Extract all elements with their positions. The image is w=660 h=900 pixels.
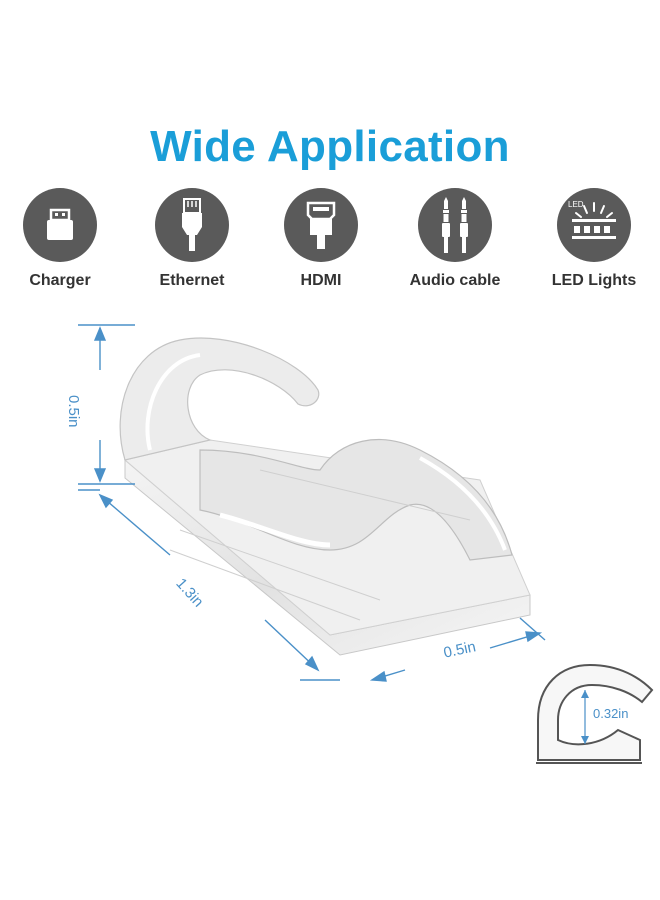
usb-plug-icon	[23, 188, 97, 262]
height-dimension-label: 0.5in	[65, 395, 82, 428]
app-label-led-lights: LED Lights	[551, 272, 637, 289]
app-hdmi: HDMI	[256, 188, 386, 290]
ethernet-cable-icon	[155, 188, 229, 262]
app-label-audio-cable: Audio cable	[409, 272, 501, 289]
app-label-hdmi: HDMI	[300, 272, 342, 289]
app-ethernet: Ethernet	[127, 188, 257, 290]
app-charger: Charger	[0, 188, 125, 290]
audio-jack-icon	[418, 188, 492, 262]
app-label-charger: Charger	[29, 272, 91, 289]
page-title: Wide Application	[150, 122, 510, 171]
led-light-icon: LED	[557, 188, 631, 262]
opening-dimension-label: 0.32in	[593, 706, 629, 721]
application-icons: Charger Ethernet HDMI	[0, 188, 660, 298]
led-icon-text: LED	[568, 200, 584, 209]
app-led-lights: LED LED Lights	[529, 188, 659, 290]
cable-clip-illustration	[78, 324, 654, 764]
clip-profile-diagram	[536, 663, 654, 764]
hdmi-plug-icon	[284, 188, 358, 262]
app-audio-cable: Audio cable	[390, 188, 520, 290]
app-label-ethernet: Ethernet	[159, 272, 225, 289]
